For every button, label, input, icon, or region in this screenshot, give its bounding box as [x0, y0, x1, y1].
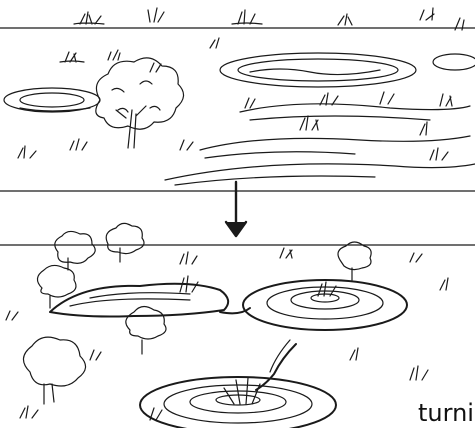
arrow-down-icon	[226, 182, 246, 236]
tree-top	[96, 58, 184, 148]
after-panel	[0, 223, 475, 428]
wetland-pools	[4, 53, 475, 185]
grass-tufts-top	[18, 8, 464, 160]
caption-text: turni	[414, 398, 475, 428]
grass-tufts-bottom	[6, 248, 448, 420]
before-panel	[0, 8, 475, 191]
